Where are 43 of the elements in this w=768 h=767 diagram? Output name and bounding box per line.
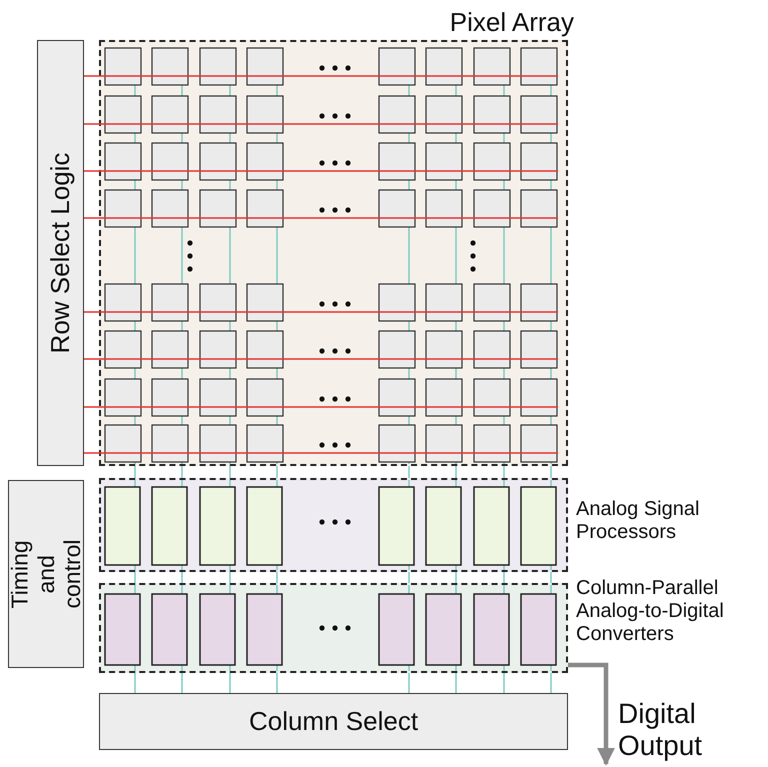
output-label: Digital Output [618, 698, 704, 762]
column-line [550, 572, 552, 583]
column-line [181, 466, 183, 478]
row-select-line [84, 452, 558, 454]
block-label: Row Select Logic [46, 152, 76, 354]
column-line [455, 572, 457, 583]
column-line [550, 466, 552, 478]
arrow [568, 662, 615, 766]
row-select-logic-block [37, 40, 84, 466]
column-line [276, 572, 278, 583]
column-line [276, 466, 278, 478]
row-select-line [84, 311, 558, 313]
timing-control-block [8, 480, 84, 668]
column-line [455, 466, 457, 478]
column-line [503, 466, 505, 478]
block-label: Timing and control [6, 538, 86, 611]
column-line [229, 673, 231, 693]
block-label: Analog Signal Processors [576, 498, 700, 544]
column-line [134, 673, 136, 693]
column-line [134, 572, 136, 583]
block-label: Pixel Array [448, 8, 574, 38]
row-select-line [84, 358, 558, 360]
column-line [181, 572, 183, 583]
row-select-line [84, 406, 558, 408]
row-select-line [84, 75, 558, 77]
column-line [408, 466, 410, 478]
row-select-line [84, 217, 558, 219]
column-line [408, 673, 410, 693]
column-line [229, 572, 231, 583]
column-select-block [99, 693, 568, 750]
column-line [276, 673, 278, 693]
column-line [550, 673, 552, 693]
column-line [134, 466, 136, 478]
block-label: Column Select [248, 706, 418, 736]
block-label: Column-Parallel Analog-to-Digital Converters [576, 577, 725, 646]
row-select-line [84, 123, 558, 125]
column-line [408, 572, 410, 583]
column-line [503, 673, 505, 693]
column-line [503, 572, 505, 583]
column-line [181, 673, 183, 693]
column-line [455, 673, 457, 693]
column-line [229, 466, 231, 478]
row-select-line [84, 170, 558, 172]
